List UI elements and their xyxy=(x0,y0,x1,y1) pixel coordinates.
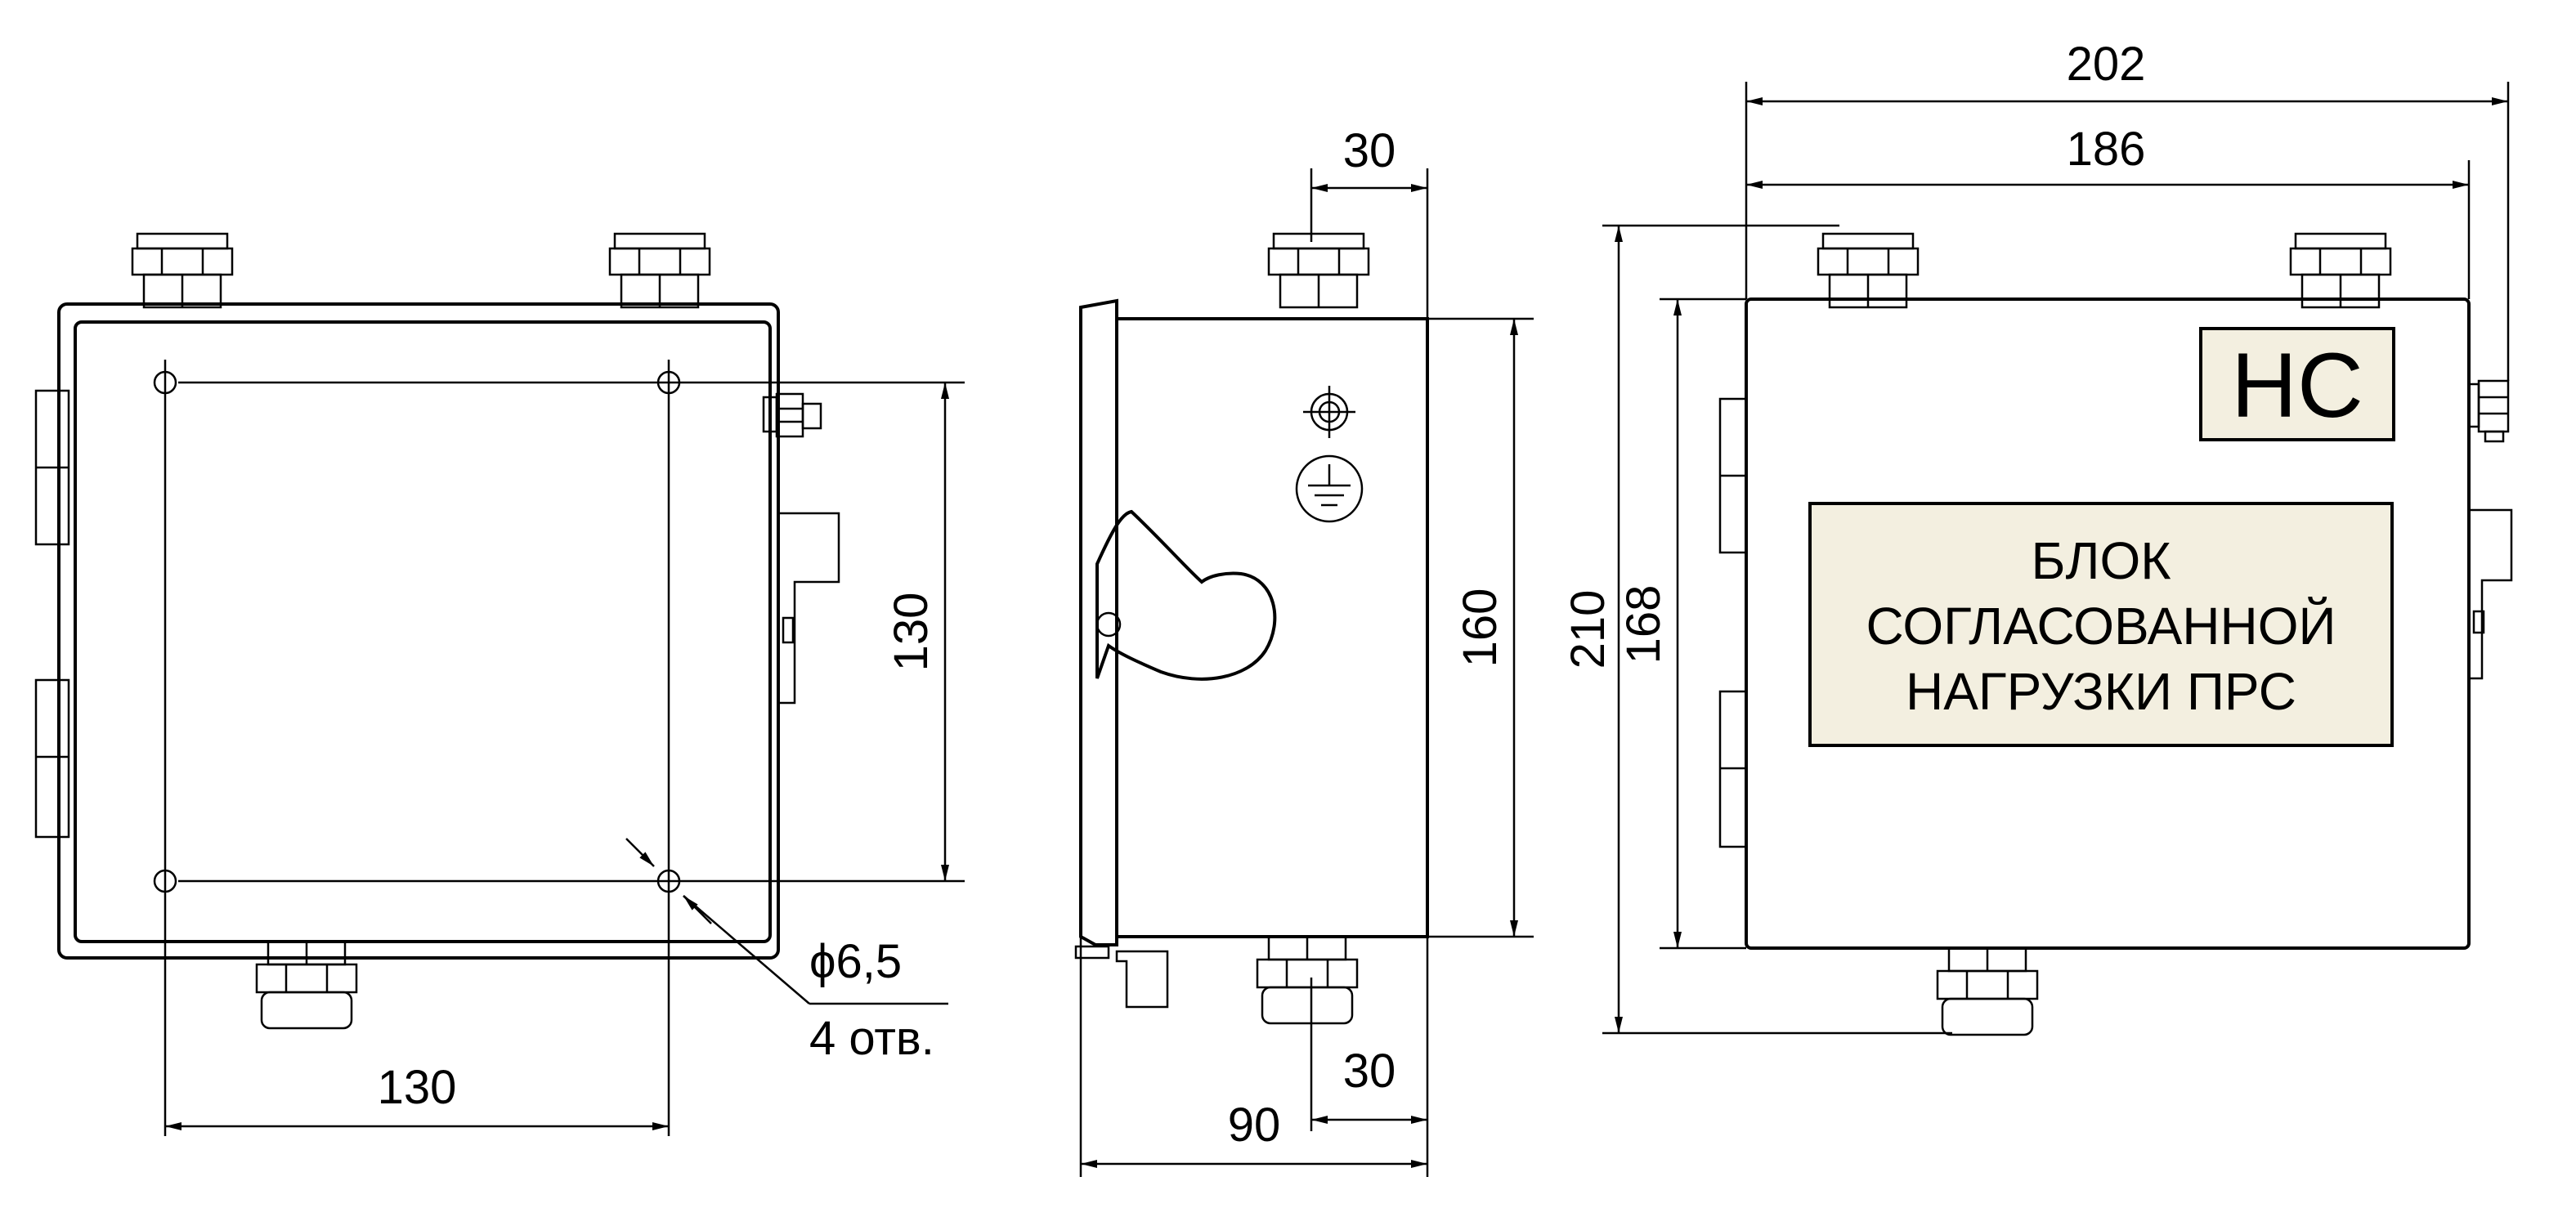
front-enclosure-outer xyxy=(57,302,780,960)
rear-gland-bottom xyxy=(1936,946,2039,1036)
side-gland-top xyxy=(1267,232,1370,309)
rear-ground-bolt xyxy=(2467,379,2510,443)
rear-label-line-1: БЛОК xyxy=(2031,531,2171,590)
hole-count-label: 4 отв. xyxy=(809,1012,934,1065)
rear-dim-overall-width: 202 xyxy=(2067,38,2146,91)
rear-label-plate xyxy=(1808,502,2394,747)
rear-dim-overall-height: 210 xyxy=(1561,590,1615,669)
front-dim-height: 130 xyxy=(885,593,938,672)
side-dim-bottom-gland: 30 xyxy=(1343,1045,1396,1098)
rear-label-line-3: НАГРУЗКИ ПРС xyxy=(1906,662,2296,721)
side-body xyxy=(1115,317,1429,938)
rear-badge xyxy=(2199,327,2395,441)
rear-bracket xyxy=(2467,508,2513,680)
hinge-lower xyxy=(34,678,70,839)
rear-dim-body-width: 186 xyxy=(2067,123,2146,176)
side-cover-flange xyxy=(1079,298,1118,946)
side-dim-height: 160 xyxy=(1454,588,1507,668)
front-bracket xyxy=(777,512,840,705)
rear-gland-top-left xyxy=(1817,232,1920,309)
front-cover xyxy=(74,320,772,943)
rear-gland-top-right xyxy=(2289,232,2392,309)
side-bottom-bracket xyxy=(1115,950,1169,1009)
rear-dim-body-height: 168 xyxy=(1617,585,1670,664)
side-view: 30 160 30 90 xyxy=(1074,124,1534,1177)
front-gland-top-left xyxy=(131,232,234,309)
side-ground-terminal xyxy=(1303,386,1355,438)
rear-badge-text: НС xyxy=(2231,334,2363,436)
front-dim-width: 130 xyxy=(378,1061,457,1114)
rear-view: НС БЛОК СОГЛАСОВАННОЙ НАГРУЗКИ ПРС 202 1… xyxy=(1561,38,2513,1036)
front-view: 130 130 ϕ6,5 4 отв. xyxy=(34,232,965,1136)
side-dim-depth: 90 xyxy=(1228,1098,1281,1152)
front-ground-bolt xyxy=(762,392,822,438)
hole-diameter-label: ϕ6,5 xyxy=(809,935,902,988)
side-dim-top-gland: 30 xyxy=(1343,124,1396,177)
side-latch xyxy=(1095,509,1277,681)
ground-icon xyxy=(1295,454,1364,523)
front-gland-top-right xyxy=(608,232,711,309)
side-gland-bottom-a xyxy=(1256,935,1359,1025)
rear-label-line-2: СОГЛАСОВАННОЙ xyxy=(1866,596,2336,656)
front-gland-bottom xyxy=(255,940,358,1030)
